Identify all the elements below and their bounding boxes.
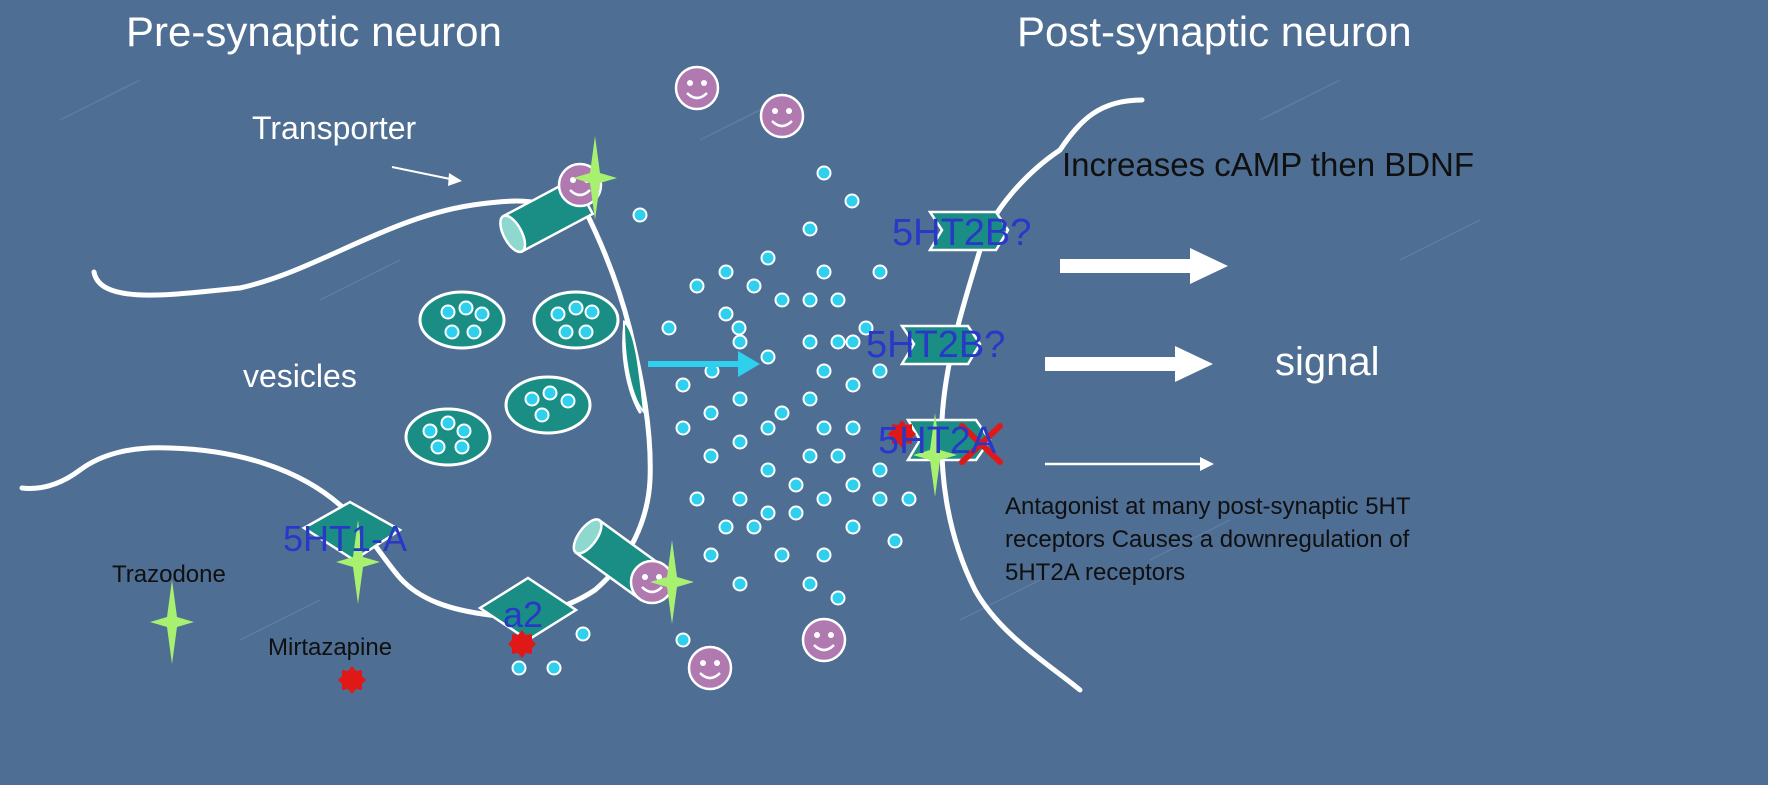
postsynaptic-membrane [939, 97, 1145, 693]
alpha2-receptor [477, 576, 579, 642]
transporter-label: Transporter [252, 110, 417, 146]
signal-label: signal [1275, 340, 1380, 384]
receptor-label-5ht2b-1: 5HT2B? [892, 212, 1032, 254]
receptor-5ht2b-1 [927, 210, 1010, 252]
arrow-icon [391, 166, 1228, 471]
background-streaks [59, 79, 1481, 641]
mirtazapine-label: Mirtazapine [268, 634, 393, 661]
synapse-diagram: Pre-synaptic neuron Post-synaptic neuron… [19, 8, 1481, 694]
receptor-label-alpha2: a2 [503, 594, 544, 635]
trazodone-label: Trazodone [112, 561, 226, 588]
membrane-pore [622, 320, 646, 415]
red-x-icon [959, 423, 1003, 465]
vesicle [504, 375, 592, 435]
diagram-graphics [19, 65, 1481, 694]
receptor-label-5ht1a: 5HT1-A [283, 518, 408, 559]
vesicle [418, 290, 506, 350]
receptor-label-5ht2b-2: 5HT2B? [866, 324, 1006, 366]
postsynaptic-title: Post-synaptic neuron [1017, 8, 1412, 55]
antagonist-note: Antagonist at many post-synaptic 5HT rec… [1005, 493, 1411, 586]
receptor-label-5ht2a: 5HT2A [878, 420, 997, 462]
vesicle [404, 407, 492, 467]
smiley-face-icon [557, 65, 847, 691]
vesicle [532, 290, 620, 350]
increases-camp-label: Increases cAMP then BDNF [1062, 146, 1475, 183]
receptor-5ht2b-2 [899, 324, 982, 366]
vesicles-label: vesicles [243, 358, 357, 394]
presynaptic-title: Pre-synaptic neuron [126, 8, 502, 55]
5ht1a-receptor [301, 500, 403, 562]
